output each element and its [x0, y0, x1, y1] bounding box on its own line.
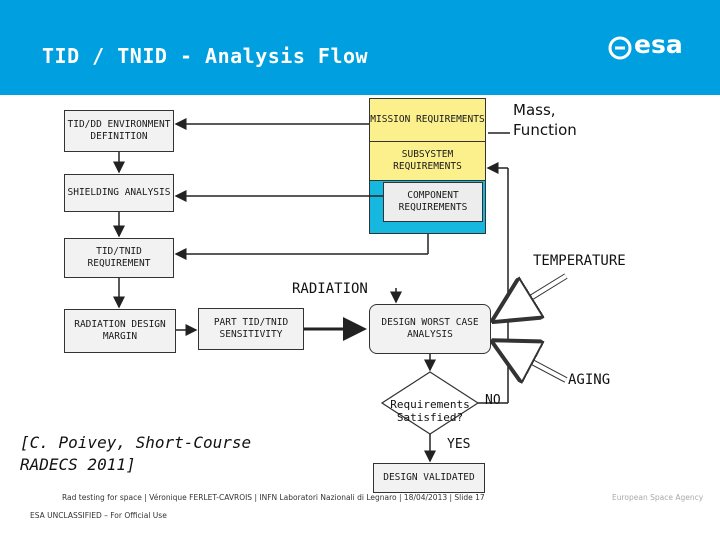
- esa-logo-text: esa: [634, 30, 683, 59]
- shielding-analysis-label: SHIELDING ANALYSIS: [67, 187, 171, 198]
- part-sensitivity-box: PART TID/TNID SENSITIVITY: [198, 308, 304, 350]
- yes-label: YES: [447, 437, 471, 452]
- footer-text: Rad testing for space | Véronique FERLET…: [62, 493, 485, 502]
- footer-agency: European Space Agency: [612, 493, 704, 502]
- requirements-satisfied-label: Requirements Satisfied?: [390, 398, 470, 424]
- radiation-label: RADIATION: [292, 281, 368, 297]
- tid-dd-environment-box: TID/DD ENVIRONMENT DEFINITION: [64, 110, 174, 152]
- esa-logo-icon: [608, 36, 632, 60]
- subsystem-requirements-label: SUBSYSTEM REQUIREMENTS: [393, 149, 462, 172]
- design-validated-label: DESIGN VALIDATED: [383, 472, 475, 483]
- classification-label: ESA UNCLASSIFIED – For Official Use: [30, 511, 167, 520]
- citation: [C. Poivey, Short-Course RADECS 2011]: [20, 433, 252, 474]
- mission-requirements-box: MISSION REQUIREMENTS: [370, 99, 485, 141]
- mission-requirements-label: MISSION REQUIREMENTS: [370, 114, 485, 125]
- tid-tnid-requirement-label: TID/TNID REQUIREMENT: [87, 246, 151, 269]
- no-label: NO: [485, 393, 501, 408]
- tid-dd-environment-label: TID/DD ENVIRONMENT DEFINITION: [67, 119, 171, 142]
- subsystem-requirements-box: SUBSYSTEM REQUIREMENTS: [370, 141, 485, 181]
- mass-function-label: Mass, Function: [513, 101, 577, 139]
- radiation-design-margin-label: RADIATION DESIGN MARGIN: [74, 319, 166, 342]
- design-validated-box: DESIGN VALIDATED: [373, 463, 485, 493]
- header-bar: TID / TNID - Analysis Flow: [0, 0, 720, 95]
- part-sensitivity-label: PART TID/TNID SENSITIVITY: [213, 317, 289, 340]
- temperature-label: TEMPERATURE: [533, 253, 626, 269]
- shielding-analysis-box: SHIELDING ANALYSIS: [64, 174, 174, 212]
- component-requirements-label: COMPONENT REQUIREMENTS: [398, 190, 468, 213]
- worst-case-analysis-box: DESIGN WORST CASE ANALYSIS: [369, 304, 491, 354]
- slide-title: TID / TNID - Analysis Flow: [42, 44, 369, 68]
- tid-tnid-requirement-box: TID/TNID REQUIREMENT: [64, 238, 174, 278]
- worst-case-analysis-label: DESIGN WORST CASE ANALYSIS: [381, 317, 479, 340]
- aging-label: AGING: [568, 372, 611, 388]
- component-requirements-box: COMPONENT REQUIREMENTS: [383, 182, 483, 222]
- radiation-design-margin-box: RADIATION DESIGN MARGIN: [64, 309, 176, 353]
